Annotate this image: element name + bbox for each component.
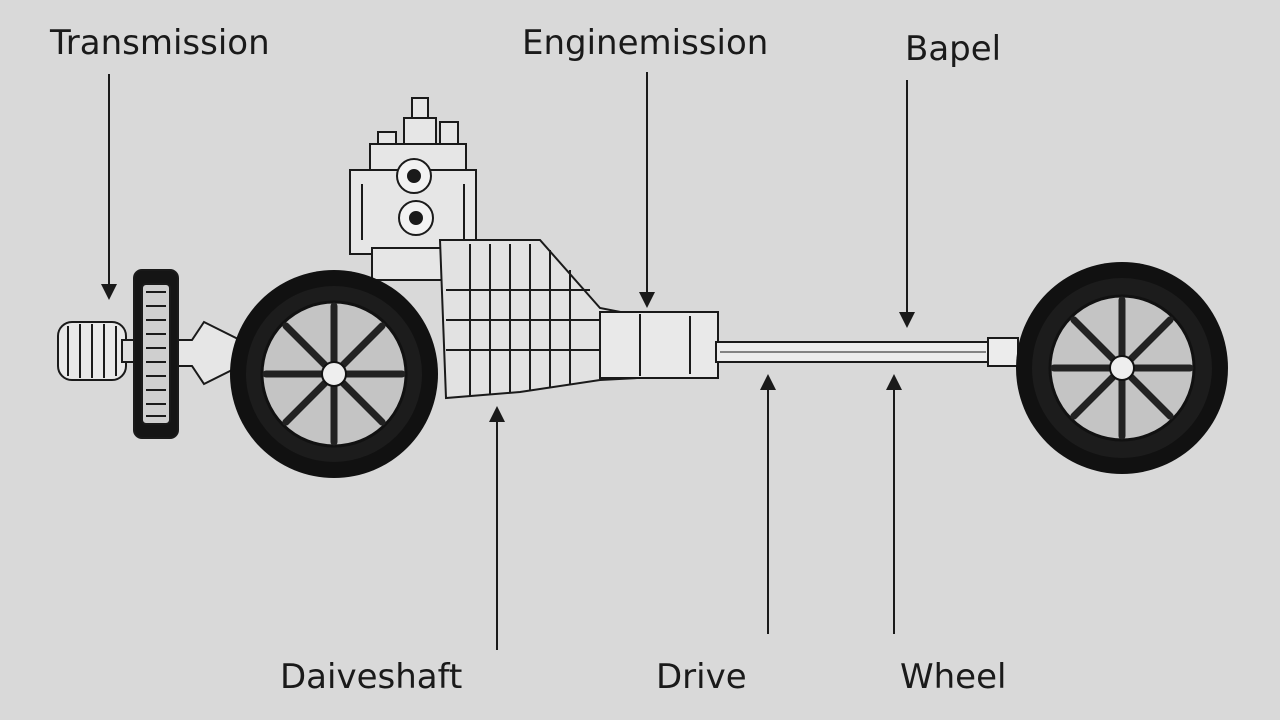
label-wheel: Wheel [900, 657, 1006, 697]
flywheel-assembly [57, 269, 241, 439]
driveshaft-coupling [987, 337, 1019, 367]
label-transmission: Transmission [49, 23, 270, 63]
label-drive: Drive [656, 657, 747, 697]
output-housing [599, 311, 719, 379]
label-daiveshaft: Daiveshaft [280, 657, 462, 697]
label-bapel: Bapel [905, 29, 1001, 69]
engine-transmission-housing [349, 97, 719, 400]
driveshaft [715, 337, 1019, 367]
wheel-right [1016, 262, 1228, 474]
wheel-left [230, 270, 438, 478]
label-enginemission: Enginemission [522, 23, 768, 63]
